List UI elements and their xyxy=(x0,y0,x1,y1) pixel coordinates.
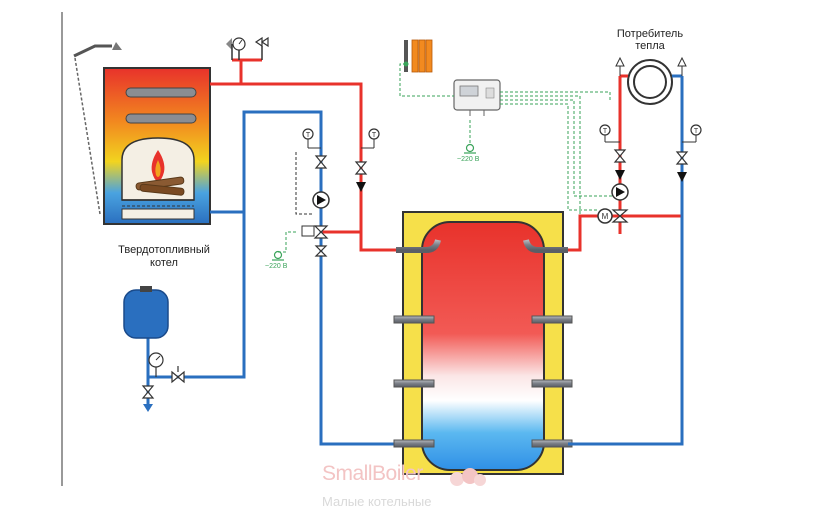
consumer-return-pipe xyxy=(568,76,684,446)
safety-group xyxy=(226,36,269,60)
buffer-tank xyxy=(393,211,573,475)
valve-icon xyxy=(171,370,185,384)
svg-text:T: T xyxy=(694,128,699,135)
svg-text:T: T xyxy=(603,128,608,135)
consumer-label-line1: Потребитель xyxy=(616,28,684,40)
boiler-label-line1: Твердотопливный xyxy=(118,244,210,256)
expansion-tank xyxy=(123,286,169,339)
boiler-pump-group: T T xyxy=(272,128,380,261)
valve-icon xyxy=(314,155,328,169)
heat-consumer-coil xyxy=(615,56,687,105)
consumer-pump-group: T T M xyxy=(597,124,702,224)
watermark-tagline: Малые котельные xyxy=(322,494,432,509)
thermometer-icon: T xyxy=(302,128,321,149)
thermometer-icon: T xyxy=(682,124,702,143)
controller xyxy=(453,79,501,154)
controller-voltage-label: ~220 В xyxy=(457,156,480,163)
valve-icon xyxy=(675,151,689,165)
check-valve-icon xyxy=(356,182,366,192)
control-wiring xyxy=(399,63,612,216)
check-valve-icon xyxy=(677,172,687,182)
solid-fuel-boiler xyxy=(103,67,211,225)
consumer-label-line2: тепла xyxy=(635,40,665,52)
watermark-brand: SmallBoiler xyxy=(322,462,423,485)
thermostatic-head-icon xyxy=(301,225,315,237)
air-vent-icon xyxy=(615,56,625,67)
valve-icon xyxy=(354,161,368,175)
thermometer-icon: T xyxy=(599,124,620,143)
power-plug-icon xyxy=(272,250,284,261)
watermark-logo xyxy=(450,468,490,494)
pump-voltage-label: ~220 В xyxy=(265,263,288,270)
power-plug-icon xyxy=(464,143,476,154)
make-up-valves xyxy=(141,352,185,412)
outdoor-temperature-sensor xyxy=(403,39,433,73)
check-valve-icon xyxy=(615,170,625,180)
valve-icon xyxy=(141,385,155,399)
svg-text:M: M xyxy=(602,212,609,221)
thermometer-icon: T xyxy=(361,128,380,149)
three-way-valve-icon xyxy=(313,225,329,239)
safety-valve-icon xyxy=(254,36,269,48)
chimney xyxy=(73,42,122,215)
consumer-supply-pipe xyxy=(568,76,682,252)
mixing-valve-actuator-icon xyxy=(597,208,613,224)
three-way-valve-icon xyxy=(611,209,629,223)
air-vent-icon xyxy=(677,56,687,67)
drain-arrow-icon xyxy=(143,404,153,412)
air-vent-icon xyxy=(226,38,232,50)
svg-text:T: T xyxy=(372,132,377,139)
supply-pipe xyxy=(210,58,410,252)
svg-text:T: T xyxy=(306,132,311,139)
valve-icon xyxy=(613,149,627,163)
boiler-label-line2: котел xyxy=(150,257,178,269)
